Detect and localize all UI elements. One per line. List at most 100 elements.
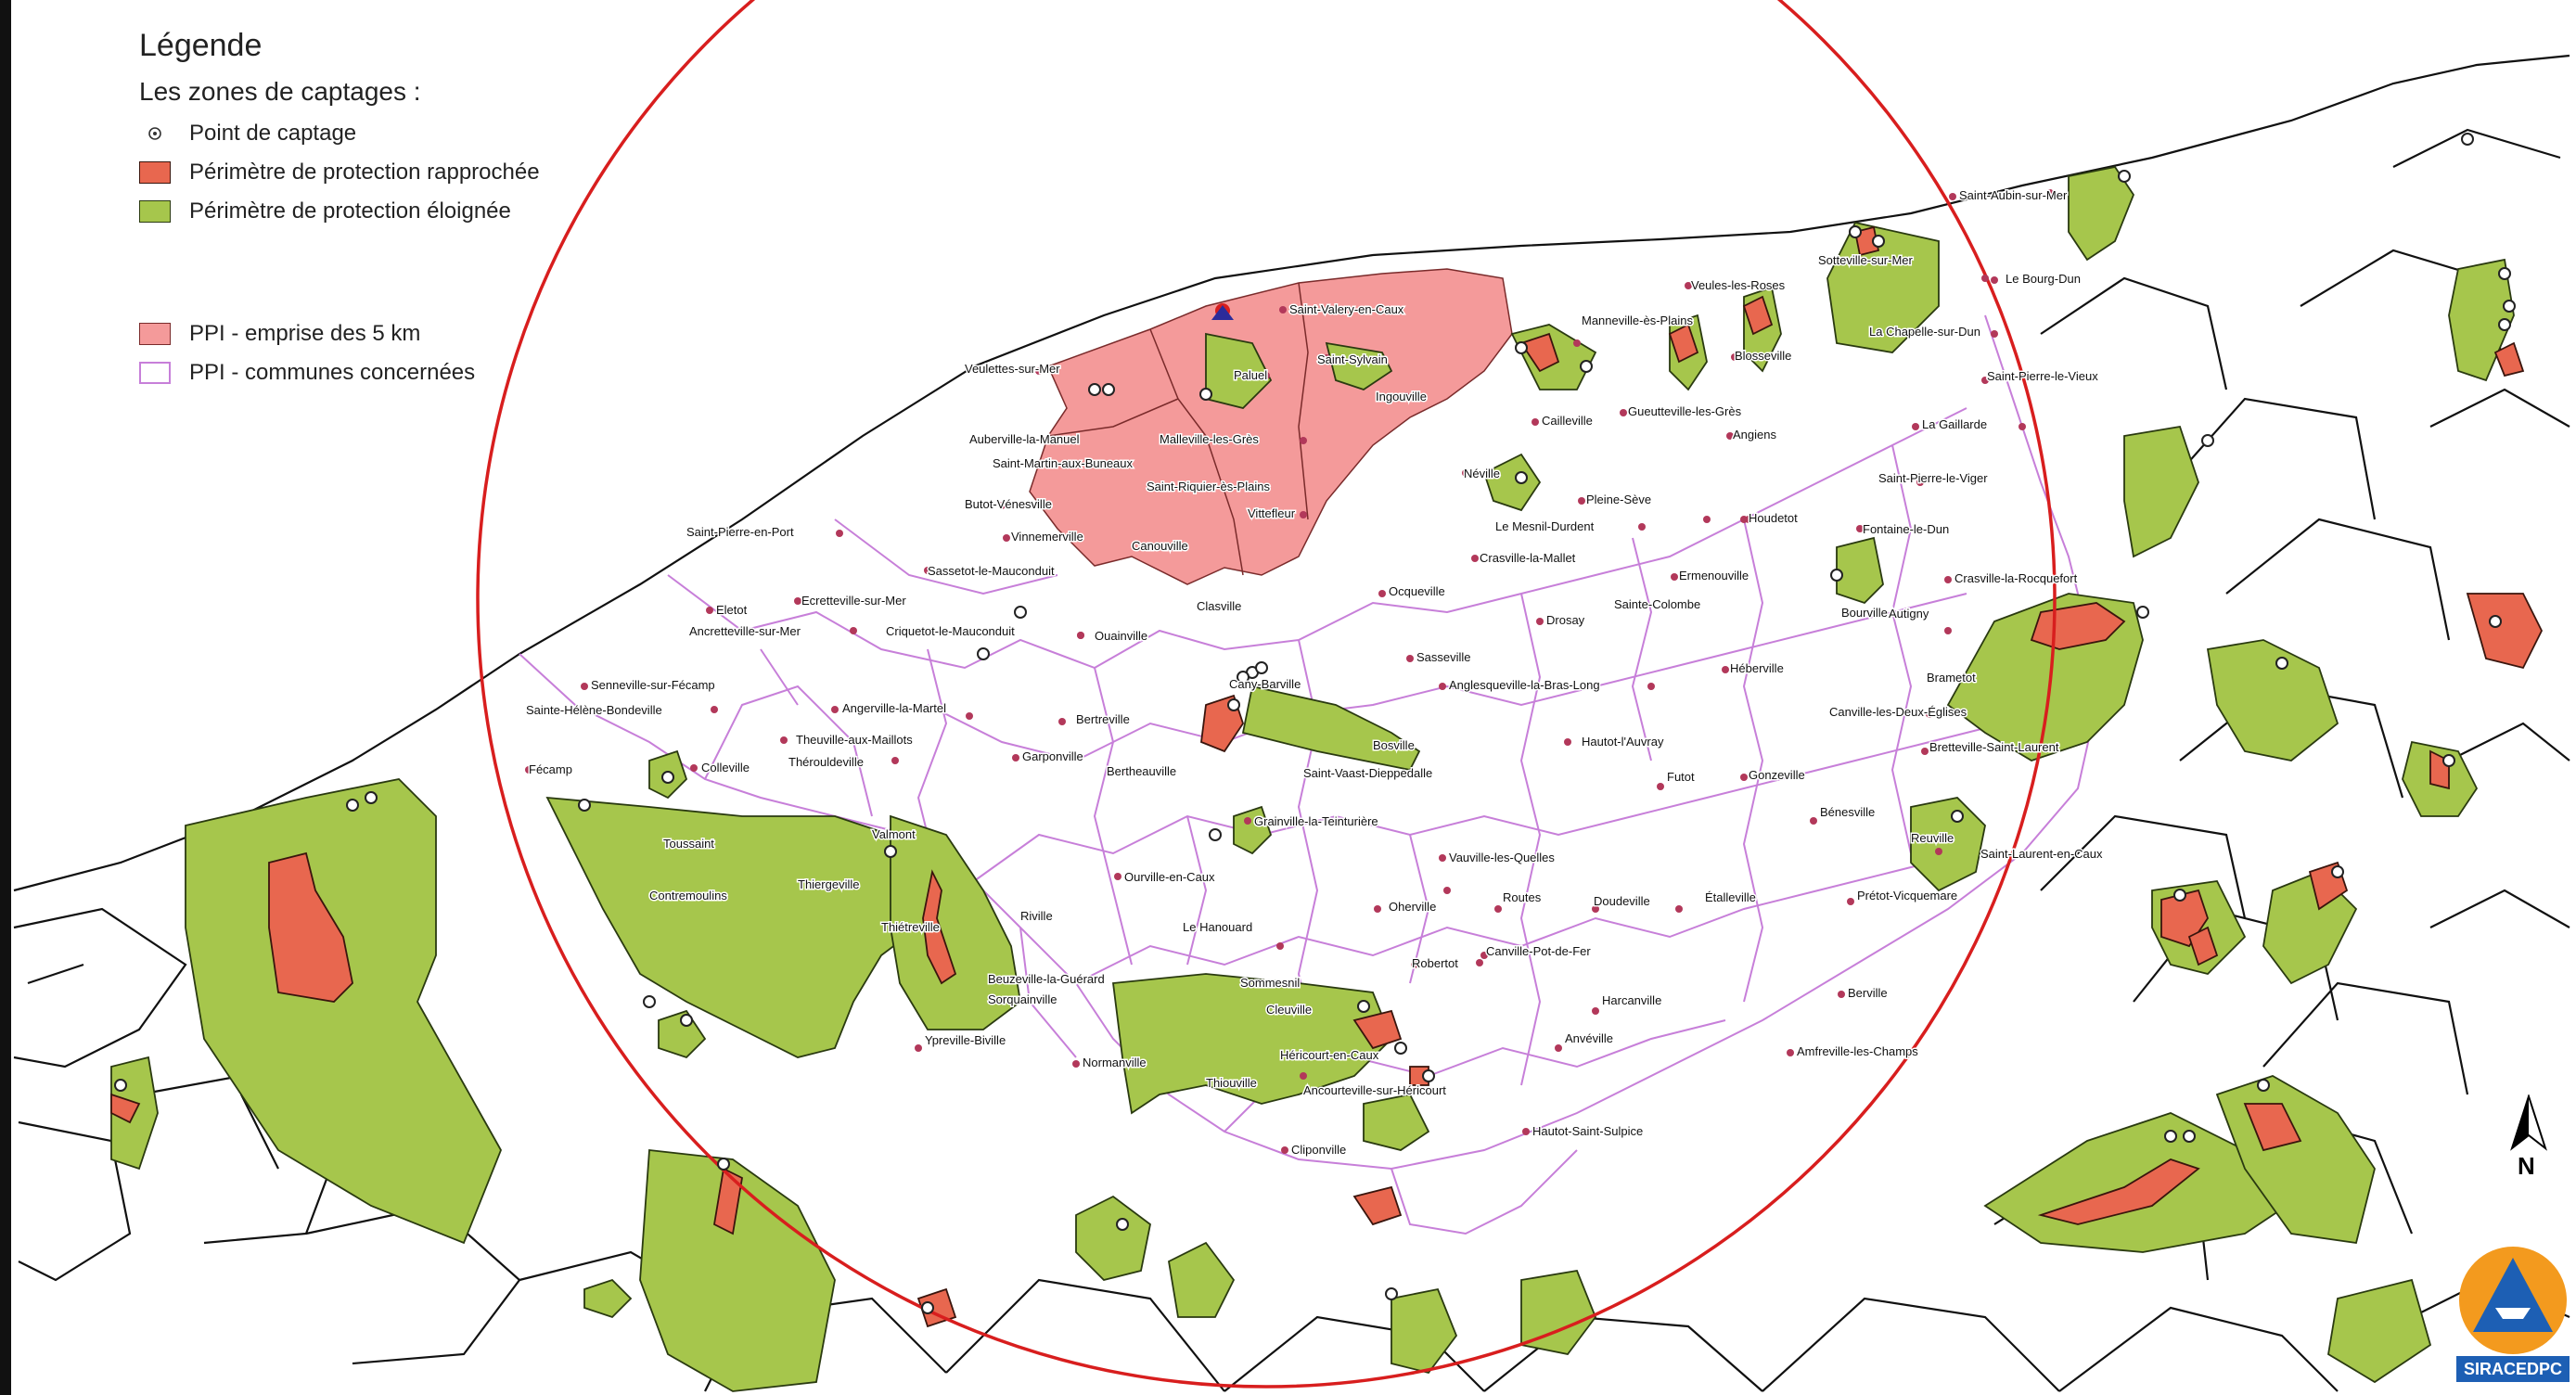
place-label: Paluel xyxy=(1234,368,1267,382)
legend-item-rapprochee: Périmètre de protection rapprochée xyxy=(139,153,622,192)
zone-eloignee-sud xyxy=(639,1149,836,1392)
place-label: Cleuville xyxy=(1266,1003,1312,1017)
place-label: Vinnemerville xyxy=(1011,530,1083,544)
place-label: Manneville-ès-Plains xyxy=(1582,314,1693,327)
place-label: Saint-Vaast-Dieppedalle xyxy=(1303,766,1432,780)
north-arrow-icon xyxy=(2510,1093,2547,1151)
place-label: Ourville-en-Caux xyxy=(1124,870,1215,884)
north-label: N xyxy=(2518,1152,2535,1180)
logo-text: SIRACEDPC xyxy=(2456,1356,2570,1382)
place-label: Saint-Sylvain xyxy=(1317,352,1388,366)
place-label: Criquetot-le-Mauconduit xyxy=(886,624,1015,638)
legend-item-ppi-communes: PPI - communes concernées xyxy=(139,353,622,392)
place-label: Angerville-la-Martel xyxy=(842,701,946,715)
place-label: Canouville xyxy=(1132,539,1188,553)
place-label: Saint-Pierre-en-Port xyxy=(686,525,794,539)
place-label: Doudeville xyxy=(1594,894,1650,908)
place-label: Canville-Pot-de-Fer xyxy=(1486,944,1591,958)
place-label: La Chapelle-sur-Dun xyxy=(1869,325,1980,339)
capture-point-icon xyxy=(139,122,171,145)
nuclear-site-icon xyxy=(1211,303,1234,320)
legend-item-ppi-zone: PPI - emprise des 5 km xyxy=(139,314,622,353)
place-label: Cany-Barville xyxy=(1229,677,1301,691)
ppi-zone-swatch-icon xyxy=(139,323,171,345)
ppi-circle xyxy=(476,0,2057,1389)
place-label: Brametot xyxy=(1927,671,1976,685)
legend-item-label: Périmètre de protection rapprochée xyxy=(189,160,540,185)
place-label: Le Bourg-Dun xyxy=(2006,272,2081,286)
eloignee-swatch-icon xyxy=(139,200,171,223)
place-label: Colleville xyxy=(701,761,750,774)
legend-item-eloignee: Périmètre de protection éloignée xyxy=(139,192,622,231)
place-label: Butot-Vénesville xyxy=(965,497,1052,511)
place-label: Néville xyxy=(1464,467,1500,480)
place-label: Senneville-sur-Fécamp xyxy=(591,678,715,692)
place-label: Cailleville xyxy=(1542,414,1593,428)
capture-points[interactable] xyxy=(114,133,2516,1314)
place-label: Harcanville xyxy=(1602,993,1661,1007)
place-label: Bertheauville xyxy=(1107,764,1176,778)
place-label: Crasville-la-Mallet xyxy=(1480,551,1576,565)
legend-item-label: Périmètre de protection éloignée xyxy=(189,198,511,224)
civil-protection-icon xyxy=(2459,1247,2567,1354)
place-label: Thérouldeville xyxy=(788,755,864,769)
place-label: Routes xyxy=(1503,890,1542,904)
place-label: Fécamp xyxy=(529,762,572,776)
place-label: Sotteville-sur-Mer xyxy=(1818,253,1914,267)
place-label: Fontaine-le-Dun xyxy=(1863,522,1949,536)
place-label: Auberville-la-Manuel xyxy=(969,432,1080,446)
place-label: Le Hanouard xyxy=(1183,920,1252,934)
place-label: Riville xyxy=(1020,909,1053,923)
rapprochee-swatch-icon xyxy=(139,161,171,184)
place-label: Valmont xyxy=(872,827,916,841)
place-label: Gonzeville xyxy=(1749,768,1805,782)
place-label: Étalleville xyxy=(1705,890,1756,904)
place-label: Toussaint xyxy=(663,837,714,851)
place-label: Ocqueville xyxy=(1389,584,1445,598)
zone-eloignee-bosville xyxy=(1241,685,1421,772)
place-label: Le Mesnil-Durdent xyxy=(1495,519,1595,533)
place-label: Cliponville xyxy=(1291,1143,1346,1157)
place-label: Bretteville-Saint-Laurent xyxy=(1929,740,2059,754)
place-label: Saint-Pierre-le-Viger xyxy=(1878,471,1988,485)
place-label: Ouainville xyxy=(1095,629,1147,643)
place-label: Saint-Riquier-ès-Plains xyxy=(1147,480,1270,493)
place-label: Ingouville xyxy=(1376,390,1427,403)
perimetre-rapprochee-zones[interactable] xyxy=(110,225,2544,1328)
place-label: Reuville xyxy=(1911,831,1954,845)
perimetre-eloignee-zones[interactable] xyxy=(110,165,2515,1392)
place-label: Drosay xyxy=(1546,613,1585,627)
place-label: Veules-les-Roses xyxy=(1691,278,1786,292)
place-label: Robertot xyxy=(1412,956,1458,970)
place-label: Oherville xyxy=(1389,900,1436,914)
legend-item-label: PPI - emprise des 5 km xyxy=(189,321,421,346)
ppi-zone[interactable] xyxy=(1029,268,1513,585)
place-label: Gueutteville-les-Grès xyxy=(1628,404,1742,418)
place-label: Sasseville xyxy=(1416,650,1471,664)
place-label: Vittefleur xyxy=(1248,506,1296,520)
town-labels: Saint-Valery-en-Caux Saint-Sylvain Ingou… xyxy=(525,187,2105,1158)
place-label: Houdetot xyxy=(1749,511,1798,525)
siracedpc-logo: SIRACEDPC xyxy=(2456,1243,2570,1382)
place-label: Hautot-l'Auvray xyxy=(1582,735,1664,749)
place-label: Saint-Martin-aux-Buneaux xyxy=(993,456,1134,470)
place-label: Ancourteville-sur-Héricourt xyxy=(1303,1083,1446,1097)
place-label: Pleine-Sève xyxy=(1586,493,1651,506)
place-label: Blosseville xyxy=(1735,349,1791,363)
place-label: Sorquainville xyxy=(988,992,1057,1006)
legend-item-capture-point: Point de captage xyxy=(139,114,622,153)
place-label: Autigny xyxy=(1889,607,1929,621)
place-label: Angiens xyxy=(1733,428,1776,442)
place-label: Garponville xyxy=(1022,749,1083,763)
legend-section-title: Les zones de captages : xyxy=(139,77,421,106)
place-label: Thiouville xyxy=(1206,1076,1257,1090)
zone-eloignee-normanville xyxy=(1111,973,1393,1115)
place-label: Saint-Valery-en-Caux xyxy=(1289,302,1404,316)
place-label: Malleville-les-Grès xyxy=(1160,432,1259,446)
place-label: Futot xyxy=(1667,770,1695,784)
place-label: Grainville-la-Teinturière xyxy=(1254,814,1378,828)
north-arrow: N xyxy=(2505,1093,2553,1180)
place-label: Saint-Laurent-en-Caux xyxy=(1980,847,2103,861)
place-label: Bourville xyxy=(1841,606,1888,620)
